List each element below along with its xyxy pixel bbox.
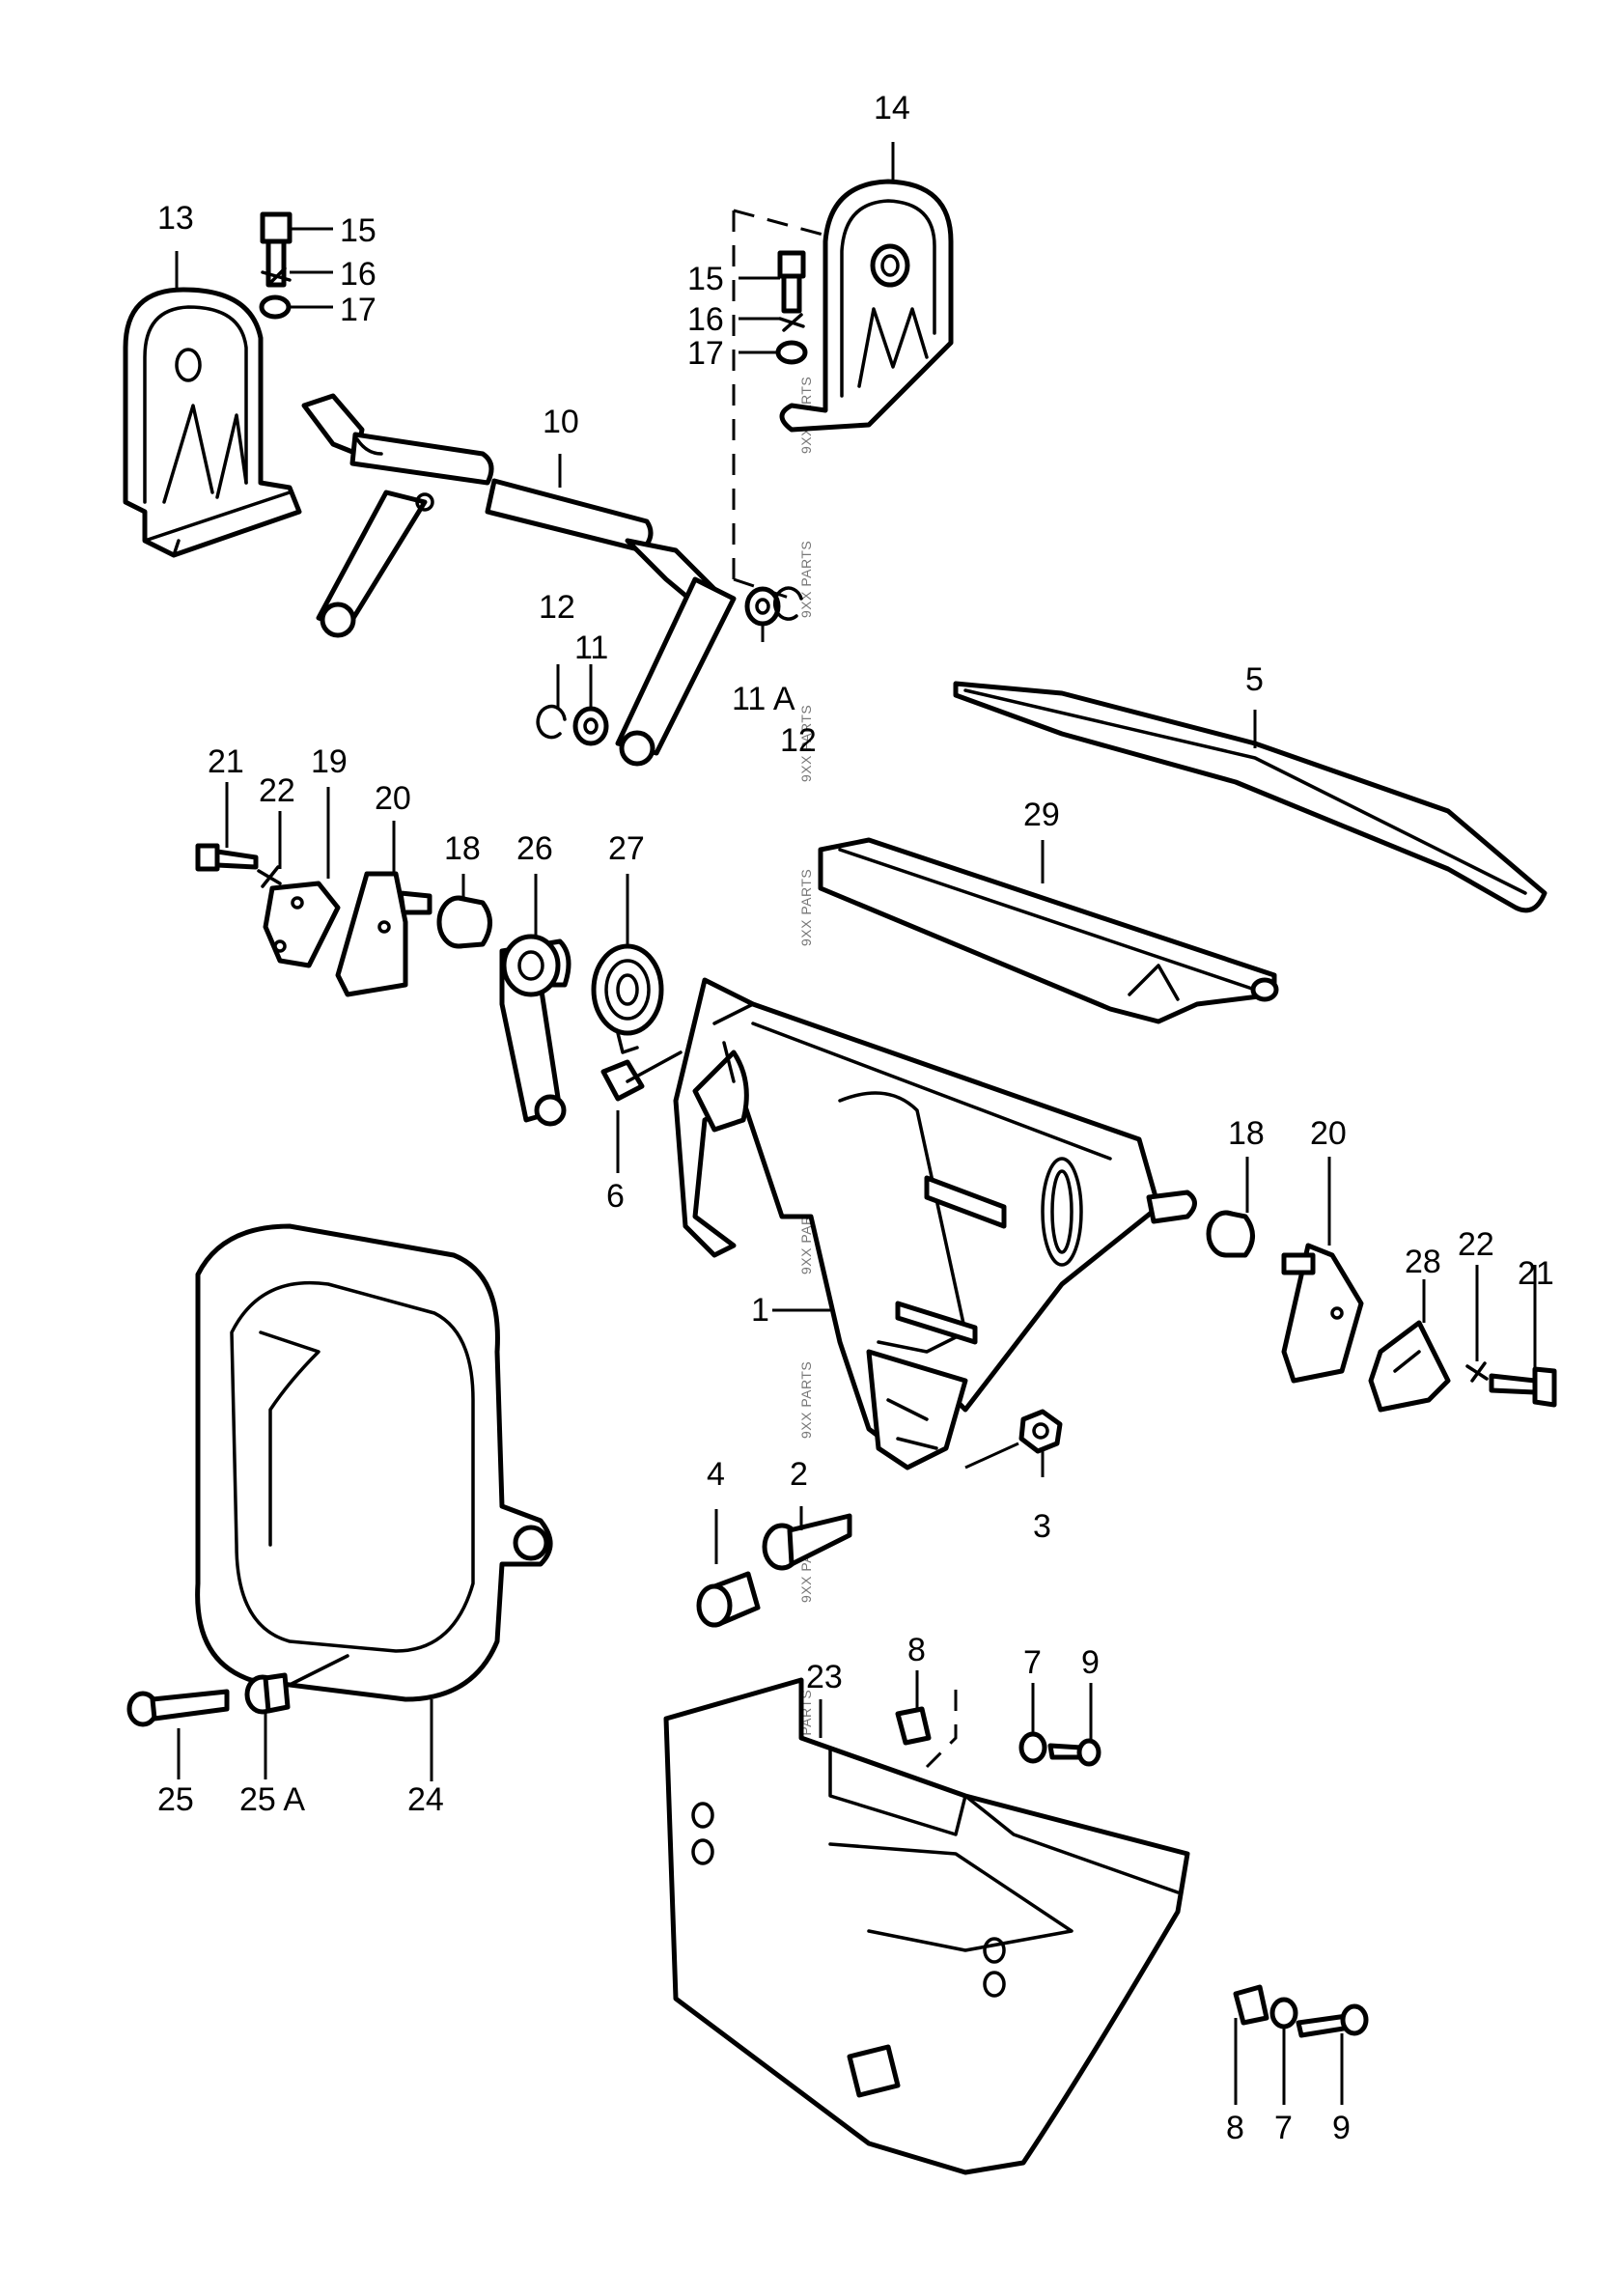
part-6-nut xyxy=(600,1050,683,1102)
callout-26: 26 xyxy=(516,830,553,867)
part-11a-washer xyxy=(744,586,781,627)
callout-10: 10 xyxy=(543,404,579,440)
callout-21-right: 21 xyxy=(1518,1255,1554,1292)
part-16-lock-washer-right xyxy=(778,313,805,332)
callout-15-right: 15 xyxy=(687,261,724,297)
callout-23: 23 xyxy=(806,1659,843,1695)
callout-21-left: 21 xyxy=(208,743,244,780)
part-17-washer-left xyxy=(259,294,292,320)
callout-15-left: 15 xyxy=(340,212,376,249)
part-22-lock-washer-left xyxy=(257,865,282,888)
callout-2: 2 xyxy=(790,1456,808,1493)
callout-6: 6 xyxy=(606,1178,625,1215)
part-18-bushing-left xyxy=(436,895,492,949)
callout-11a: 11 A xyxy=(732,681,795,717)
callout-16-left: 16 xyxy=(340,256,376,293)
callout-7-upper: 7 xyxy=(1023,1644,1042,1681)
part-25a-grommet xyxy=(244,1654,349,1715)
part-2-bolt xyxy=(762,1513,852,1571)
callout-1: 1 xyxy=(751,1292,769,1329)
part-20-mount-plate-left xyxy=(335,871,432,997)
part-7-washer-upper xyxy=(1018,1731,1047,1764)
part-17-washer-right xyxy=(775,340,808,365)
callout-12-left: 12 xyxy=(539,589,575,626)
callout-13: 13 xyxy=(157,200,194,237)
part-21-screw-right xyxy=(1489,1366,1557,1408)
callout-25a: 25 A xyxy=(239,1781,305,1818)
assembly-axis-line xyxy=(732,209,831,601)
part-12-circlip-right xyxy=(772,586,803,621)
callout-14: 14 xyxy=(874,90,910,126)
callout-17-right: 17 xyxy=(687,335,724,372)
part-4-spacer xyxy=(696,1571,761,1628)
part-11-washer xyxy=(572,706,609,746)
callout-27: 27 xyxy=(608,830,645,867)
part-22-lock-washer-right xyxy=(1465,1361,1489,1383)
assembly-axis-line-lower xyxy=(925,1690,958,1769)
part-12-circlip-left xyxy=(536,704,567,740)
callout-7-lower: 7 xyxy=(1274,2110,1293,2146)
callout-22-right: 22 xyxy=(1458,1226,1494,1263)
callout-4: 4 xyxy=(707,1456,725,1493)
part-16-lock-washer-left xyxy=(261,266,292,287)
watermark: 9XX PARTS xyxy=(798,705,814,782)
part-21-screw-left xyxy=(195,843,259,872)
callout-20-left: 20 xyxy=(375,780,411,817)
callout-29: 29 xyxy=(1023,797,1060,833)
callout-18-left: 18 xyxy=(444,830,481,867)
part-13-bearing-bracket xyxy=(123,287,302,558)
part-25-screw xyxy=(126,1689,230,1727)
callout-25: 25 xyxy=(157,1781,194,1818)
part-5-cover-strip xyxy=(953,681,1547,913)
watermark: 9XX PARTS xyxy=(798,1361,814,1439)
callout-20-right: 20 xyxy=(1310,1115,1347,1152)
part-3-nut xyxy=(1018,1409,1063,1454)
part-24-ring-housing xyxy=(195,1223,553,1702)
part-26-lever-arm xyxy=(499,934,572,1127)
part-29-channel-rail xyxy=(818,837,1279,1024)
part-9-screw-lower xyxy=(1296,2003,1369,2038)
part-27-torsion-spring xyxy=(591,943,664,1054)
part-19-cover-plate xyxy=(263,881,341,968)
callout-3: 3 xyxy=(1033,1508,1051,1545)
part-20-mount-plate-right xyxy=(1281,1243,1364,1384)
part-8-clip-upper xyxy=(895,1706,932,1746)
part-28-clip xyxy=(1368,1320,1451,1413)
callout-24: 24 xyxy=(407,1781,444,1818)
leader-lines xyxy=(175,142,1537,2105)
callout-9-lower: 9 xyxy=(1332,2110,1351,2146)
callout-8-upper: 8 xyxy=(907,1632,926,1668)
watermark: 9XX PARTS xyxy=(798,541,814,618)
part-8-clip-lower xyxy=(1233,1984,1269,2026)
callout-12-right: 12 xyxy=(780,722,817,759)
callout-17-left: 17 xyxy=(340,292,376,328)
part-14-bearing-bracket xyxy=(779,179,954,433)
part-9-screw-upper xyxy=(1047,1738,1101,1767)
callout-28: 28 xyxy=(1405,1244,1441,1280)
part-18-bushing-right xyxy=(1206,1210,1255,1258)
callout-11: 11 xyxy=(574,630,608,666)
callout-8-lower: 8 xyxy=(1226,2110,1244,2146)
callout-18-right: 18 xyxy=(1228,1115,1265,1152)
callout-16-right: 16 xyxy=(687,301,724,338)
part-15-bolt-right xyxy=(777,250,806,314)
callout-19: 19 xyxy=(311,743,348,780)
part-10-cross-shaft xyxy=(301,393,737,767)
callout-9-upper: 9 xyxy=(1081,1644,1100,1681)
part-7-washer-lower xyxy=(1269,1997,1298,2030)
part-23-lower-cover xyxy=(663,1677,1190,2175)
callout-5: 5 xyxy=(1245,661,1264,698)
callout-22-left: 22 xyxy=(259,772,295,809)
callout-labels: 14 13 15 16 17 15 16 17 10 12 11 11 A 12… xyxy=(157,90,1554,2146)
watermark: 9XX PARTS xyxy=(798,869,814,946)
part-1-main-frame xyxy=(673,977,1197,1470)
